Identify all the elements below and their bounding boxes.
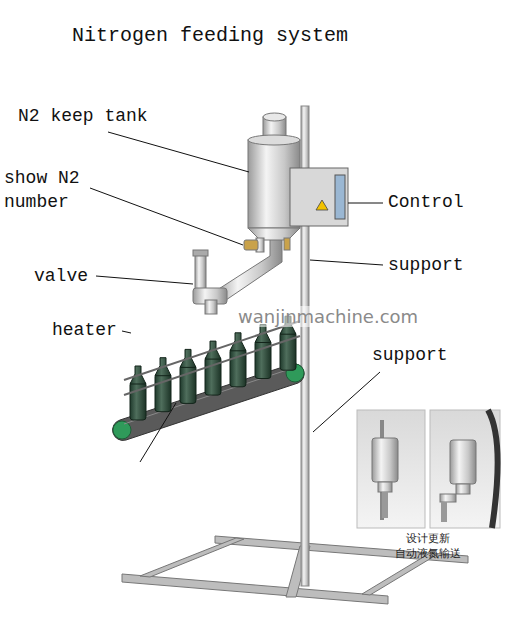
part-label: valve bbox=[34, 266, 88, 286]
feed-pipe bbox=[193, 238, 282, 314]
n2-gauge bbox=[244, 240, 258, 250]
base-frame bbox=[122, 536, 468, 604]
part-label: show N2 number bbox=[4, 166, 99, 214]
part-label: support bbox=[388, 255, 464, 275]
part-label: heater bbox=[52, 320, 117, 340]
guide-rails bbox=[124, 321, 300, 395]
part-label: support bbox=[372, 345, 448, 365]
part-label: Control bbox=[388, 192, 464, 212]
diagram-title: Nitrogen feeding system bbox=[72, 24, 348, 47]
control-box bbox=[290, 168, 348, 226]
heater-nozzle bbox=[205, 300, 217, 314]
photo-caption: 设计更新 bbox=[358, 531, 498, 546]
part-label: N2 keep tank bbox=[18, 106, 148, 126]
product-photo bbox=[357, 410, 425, 528]
photo-caption: 自动液氮输送 bbox=[358, 546, 498, 561]
watermark: wanjinmachine.com bbox=[236, 306, 420, 327]
bottle-row bbox=[130, 316, 296, 420]
product-photo bbox=[430, 410, 500, 528]
leader-line bbox=[90, 132, 383, 462]
